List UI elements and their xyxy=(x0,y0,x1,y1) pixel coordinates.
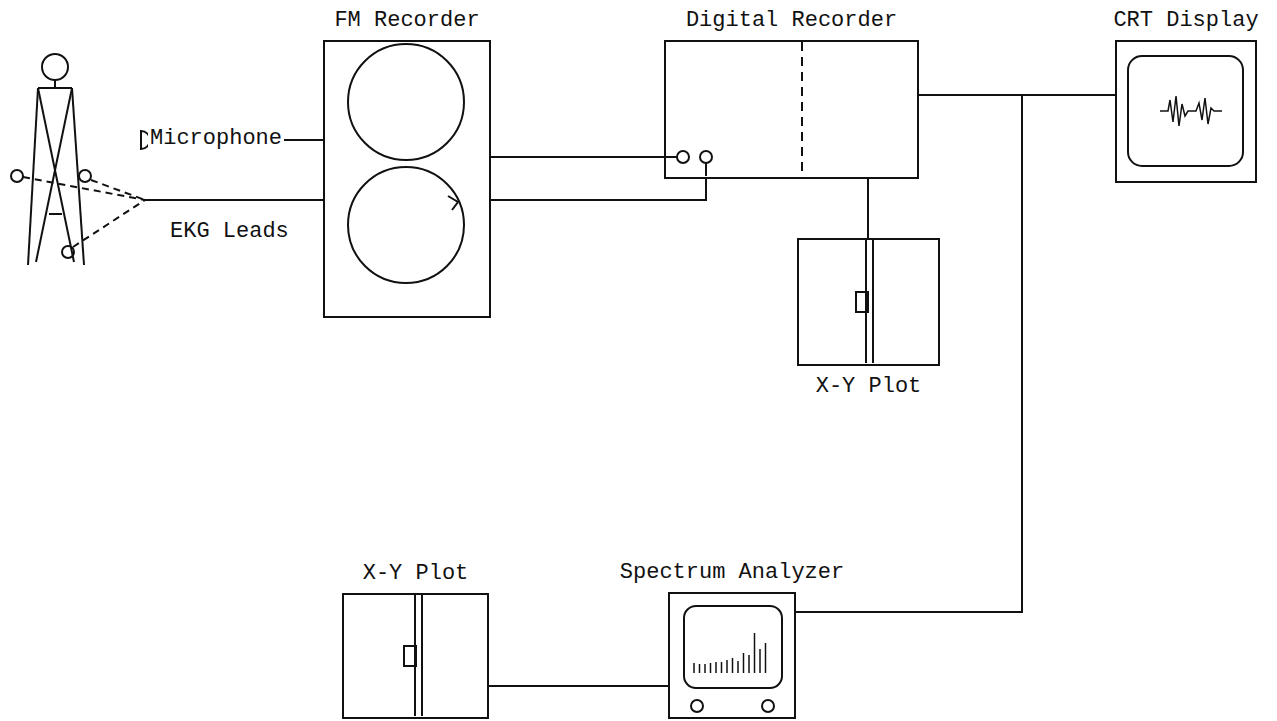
plotter-arm xyxy=(421,595,423,716)
signal-wire xyxy=(489,686,668,687)
signal-wire xyxy=(491,179,706,200)
ekg-wire xyxy=(145,199,323,201)
knob xyxy=(691,700,703,712)
node-label: Digital Recorder xyxy=(686,8,897,34)
node-label: Spectrum Analyzer xyxy=(620,560,844,586)
ekg-electrodes xyxy=(11,170,145,258)
divider-line xyxy=(801,42,803,176)
plotter-pen xyxy=(856,292,868,312)
plotter-arm xyxy=(865,240,867,363)
node-label: X-Y Plot xyxy=(363,561,469,587)
analyzer-screen xyxy=(684,606,782,688)
knob xyxy=(762,700,774,712)
spectrum-bars xyxy=(694,633,766,673)
tape-reel xyxy=(348,44,464,160)
plotter-pen xyxy=(404,646,416,666)
analyzer-box: Spectrum Analyzer xyxy=(668,592,796,719)
node-label: CRT Display xyxy=(1113,8,1258,34)
signal-wire xyxy=(491,157,664,158)
tape-head xyxy=(448,196,458,210)
display-box: CRT Display xyxy=(1115,40,1257,183)
jack-stub xyxy=(666,156,677,158)
plotter-box: X-Y Plot xyxy=(797,238,940,366)
input-jack xyxy=(700,151,712,163)
plotter-box: X-Y Plot xyxy=(342,593,489,719)
signal-wire xyxy=(868,179,869,238)
person-figure xyxy=(28,80,84,265)
recorder-box: Digital Recorder xyxy=(664,40,919,179)
signal-label: Microphone xyxy=(148,126,284,152)
person-head xyxy=(42,54,68,80)
recorder-box: FM Recorder xyxy=(323,40,491,318)
signal-wire xyxy=(796,95,1022,612)
crt-screen xyxy=(1128,56,1243,166)
signal-label: EKG Leads xyxy=(168,219,291,245)
plotter-arm xyxy=(872,240,874,363)
tape-reel xyxy=(348,167,464,283)
node-label: X-Y Plot xyxy=(816,374,922,400)
input-jack xyxy=(677,151,689,163)
jack-stub xyxy=(705,163,707,176)
node-label: FM Recorder xyxy=(334,8,479,34)
waveform xyxy=(1160,96,1222,126)
